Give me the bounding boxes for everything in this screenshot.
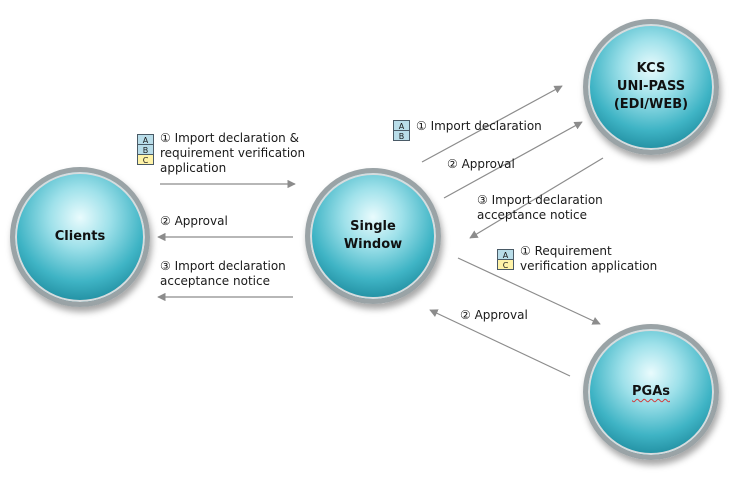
- flow-label-sw-to-kcs: ① Import declaration: [416, 119, 542, 133]
- clients-label: Clients: [54, 229, 106, 244]
- arrow-sw-to-kcs: [421, 85, 563, 163]
- doc-box-c: C: [497, 259, 514, 270]
- arrow-kcs-to-sw-notice: [469, 157, 604, 239]
- doc-box-c: C: [137, 154, 154, 165]
- single-window-node: Single Window: [305, 168, 441, 304]
- flow-label-sw-to-clients-notice: ③ Import declaration acceptance notice: [160, 259, 286, 288]
- kcs-label: KCS UNI-PASS (EDI/WEB): [613, 61, 689, 112]
- doc-box-b: B: [393, 130, 410, 141]
- single-window-label: Single Window: [343, 219, 403, 252]
- document-stack-abc: A B C: [137, 134, 154, 165]
- arrow-pgas-to-sw-approval: [429, 309, 571, 377]
- arrow-kcs-to-sw-approval: [443, 121, 583, 199]
- pgas-label: PGAs: [632, 384, 670, 399]
- flow-label-kcs-to-sw-approval: ② Approval: [447, 157, 515, 171]
- document-stack-ac: A C: [497, 249, 514, 270]
- pgas-node: PGAs: [583, 324, 719, 460]
- clients-node: Clients: [10, 167, 150, 307]
- arrow-sw-to-pgas: [457, 257, 601, 325]
- kcs-node: KCS UNI-PASS (EDI/WEB): [583, 19, 719, 155]
- document-stack-ab: A B: [393, 120, 410, 141]
- flow-label-kcs-to-sw-notice: ③ Import declaration acceptance notice: [477, 193, 603, 222]
- flow-label-clients-to-sw: ① Import declaration & requirement verif…: [160, 131, 306, 175]
- flow-label-sw-to-clients-approval: ② Approval: [160, 214, 228, 228]
- flow-label-pgas-to-sw-approval: ② Approval: [460, 308, 528, 322]
- flow-label-sw-to-pgas: ① Requirement verification application: [520, 244, 658, 273]
